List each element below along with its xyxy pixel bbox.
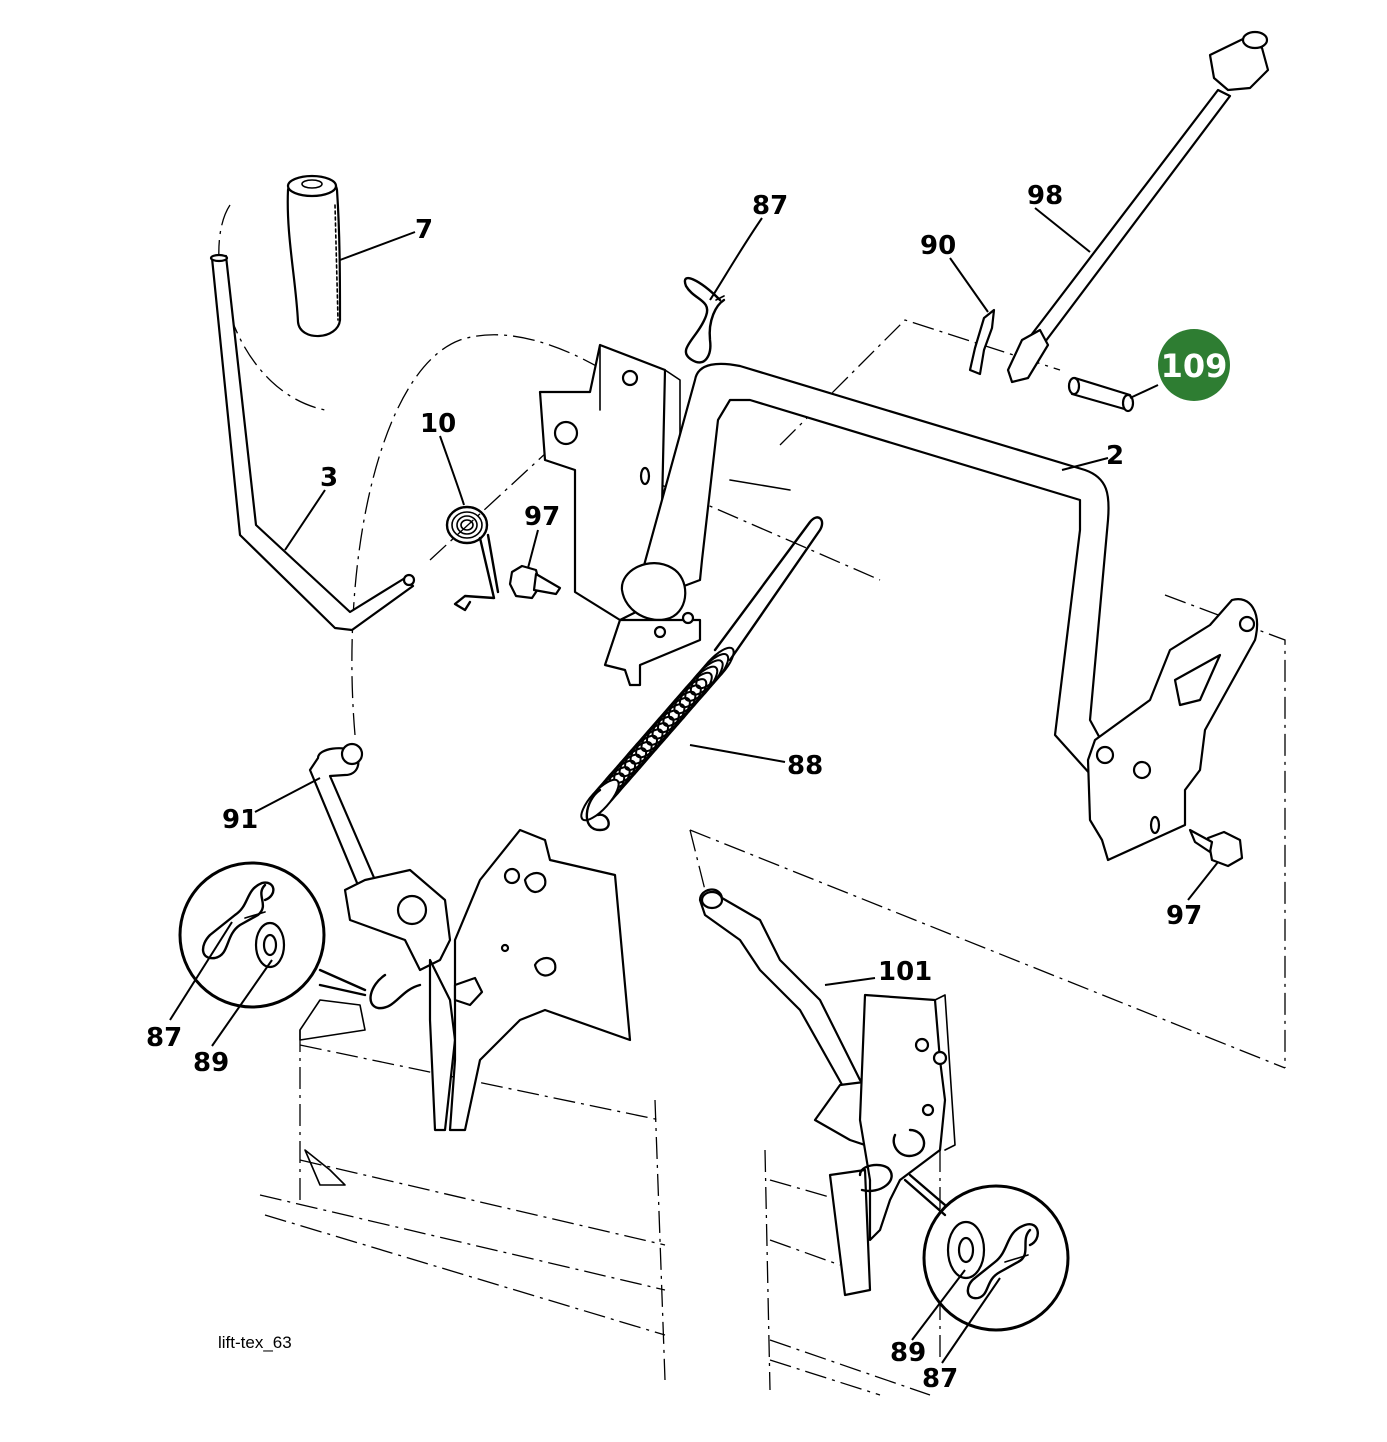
label-87-right: 87 [922,1364,958,1394]
left-panel-top [299,999,366,1041]
extension-spring-part [580,646,735,822]
label-90: 90 [920,231,956,261]
clip-90-part [968,308,996,376]
zoom-detail-left [178,861,422,1010]
grip-part [286,174,342,338]
label-89-right: 89 [890,1338,926,1368]
label-91: 91 [222,805,258,835]
torsion-spring-part [445,505,500,612]
label-87-upper: 87 [752,191,788,221]
badge-label: 109 [1161,347,1228,385]
label-10: 10 [420,409,456,439]
spring-hook [713,516,824,662]
left-lift-arm-part [308,742,457,1132]
spring-coil [580,778,620,822]
pin-109-part [1067,376,1135,413]
hairpin-clip-upper-part [683,276,726,364]
leader-lines [169,207,1219,1364]
reference-lines [218,204,1286,1396]
label-98: 98 [1027,181,1063,211]
right-bracket-part [1086,598,1259,862]
bolt-lower-part [1188,828,1244,868]
highlight-badge-109: 109 [1158,329,1230,401]
badge-circle [1158,329,1230,401]
label-88: 88 [787,751,823,781]
lift-rod-part [1006,30,1270,384]
label-2: 2 [1106,441,1124,471]
label-3: 3 [320,463,338,493]
right-side-plate-part [858,993,956,1242]
lift-shaft-part [620,362,1122,787]
left-side-plate-part [448,828,632,1132]
diagram-caption: lift-tex_63 [218,1333,292,1352]
left-panel-detail [304,1149,346,1186]
label-101: 101 [878,957,932,987]
bolt-upper-part [508,564,562,600]
label-87-left: 87 [146,1023,182,1053]
label-7: 7 [415,215,433,245]
label-97-upper: 97 [524,502,560,532]
label-97-lower: 97 [1166,901,1202,931]
handle-rod-part [209,253,416,632]
zoom-detail-right [903,1173,1070,1332]
part-labels: 7 87 90 98 10 3 97 2 88 91 97 101 87 89 … [146,181,1202,1394]
label-89-left: 89 [193,1048,229,1078]
